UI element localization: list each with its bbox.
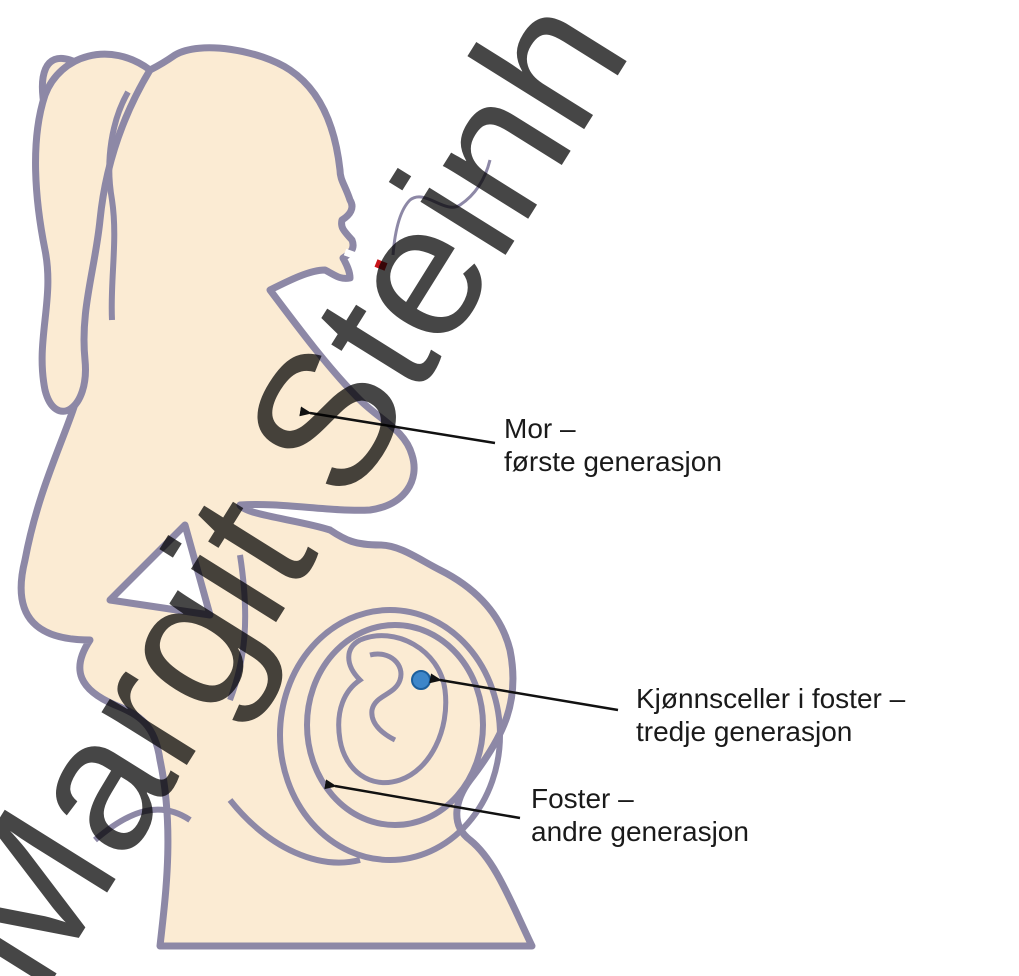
label-germ-cells: Kjønnsceller i foster – tredje generasjo… [636,682,905,748]
label-fetus-line1: Foster – [531,782,749,815]
label-germ-cells-line1: Kjønnsceller i foster – [636,682,905,715]
germ-cell [412,671,430,689]
label-mother: Mor – første generasjon [504,412,722,478]
label-mother-line1: Mor – [504,412,722,445]
label-mother-line2: første generasjon [504,445,722,478]
label-fetus-line2: andre generasjon [531,815,749,848]
label-fetus: Foster – andre generasjon [531,782,749,848]
label-germ-cells-line2: tredje generasjon [636,715,905,748]
